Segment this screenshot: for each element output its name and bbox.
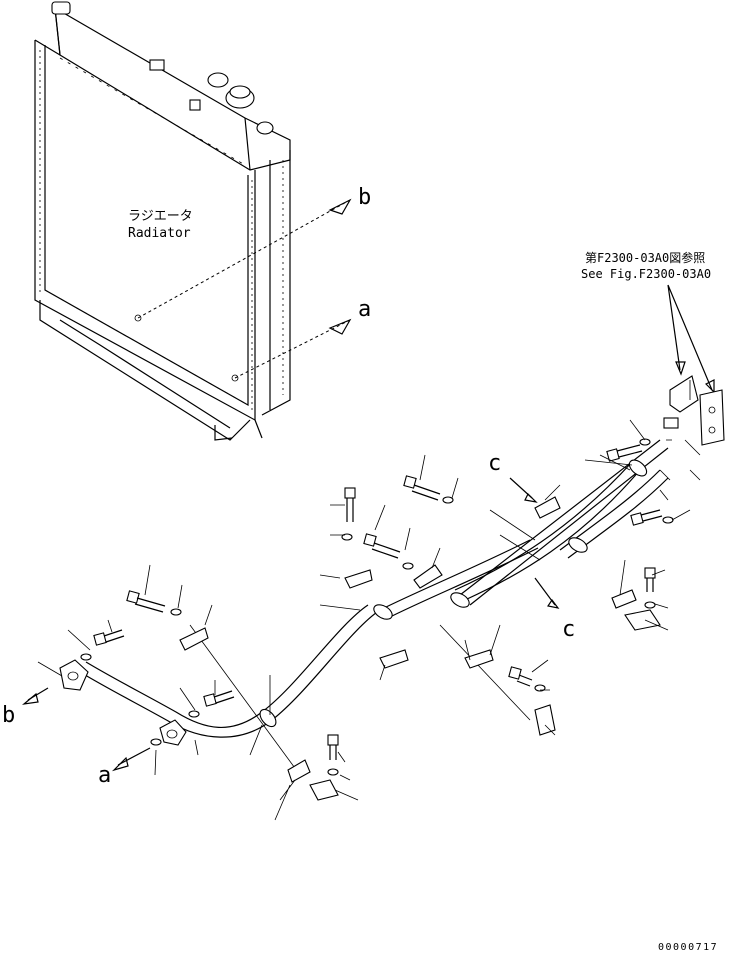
- marker-b-top: b: [358, 185, 371, 210]
- drawing-number: 00000717: [658, 942, 718, 953]
- leader-lines: [37, 380, 691, 821]
- radiator-label-en: Radiator: [128, 226, 191, 241]
- marker-c-upper: c: [488, 451, 501, 476]
- mounting-brackets: [663, 375, 725, 481]
- radiator-label-jp: ラジエータ: [128, 209, 193, 224]
- marker-b-bottom: b: [2, 703, 15, 728]
- reference-label-jp: 第F2300-03A0図参照: [585, 250, 705, 265]
- marker-a-bottom: a: [98, 763, 111, 788]
- hose-assembly: [59, 439, 669, 776]
- radiator-drawing: [34, 1, 352, 441]
- marker-a-top: a: [358, 297, 371, 322]
- reference-arrows: [667, 284, 715, 394]
- flow-markers: [21, 477, 560, 772]
- fasteners: [80, 438, 674, 801]
- reference-label-en: See Fig.F2300-03A0: [581, 267, 711, 281]
- marker-c-lower: c: [562, 617, 575, 642]
